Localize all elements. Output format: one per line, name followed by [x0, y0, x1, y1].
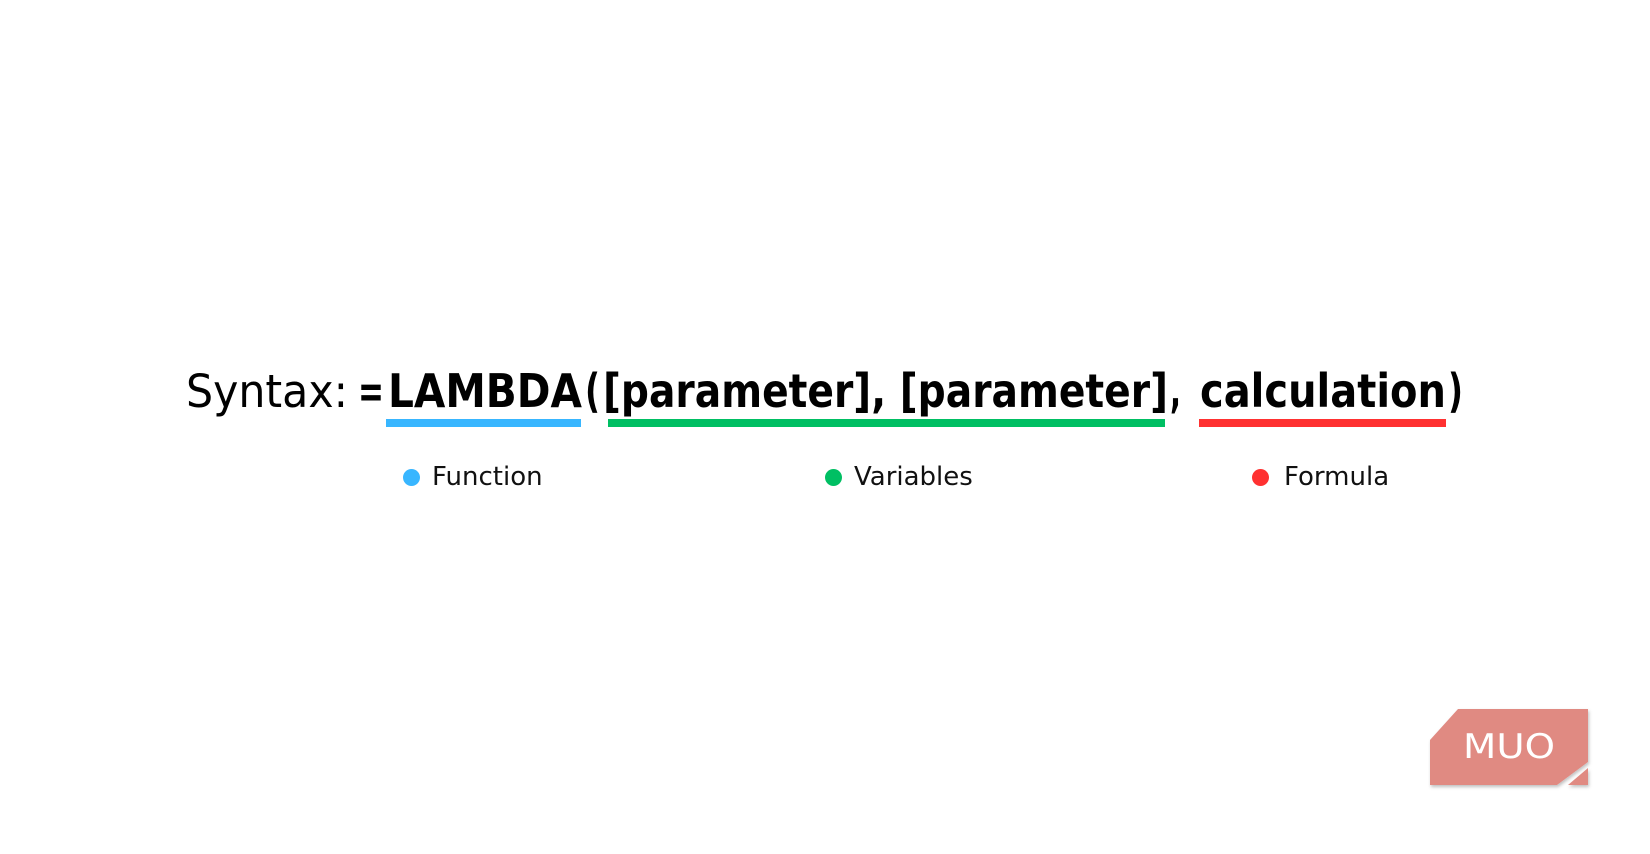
- equals-sign: =: [358, 364, 384, 418]
- dot-icon: [403, 468, 420, 486]
- dot-icon: [1252, 468, 1269, 486]
- close-paren: ): [1448, 364, 1463, 418]
- legend-label: Variables: [854, 462, 973, 492]
- legend-label: Function: [432, 462, 543, 492]
- function-name: LAMBDA: [388, 364, 582, 418]
- muo-logo: MUO: [1430, 709, 1588, 785]
- legend-item-variables: Variables: [825, 462, 973, 492]
- separator-comma: ,: [1170, 364, 1181, 418]
- formula-calculation: calculation: [1200, 364, 1446, 418]
- syntax-prefix: Syntax:: [186, 365, 348, 418]
- dot-icon: [825, 468, 842, 486]
- formula-underline: [1199, 419, 1446, 427]
- variables-params: [parameter], [parameter]: [603, 364, 1168, 418]
- open-paren: (: [585, 364, 600, 418]
- legend-item-formula: Formula: [1252, 462, 1389, 492]
- logo-text: MUO: [1463, 727, 1555, 767]
- variables-underline: [608, 419, 1165, 427]
- legend-item-function: Function: [403, 462, 543, 492]
- function-underline: [386, 419, 581, 427]
- legend-label: Formula: [1284, 462, 1390, 492]
